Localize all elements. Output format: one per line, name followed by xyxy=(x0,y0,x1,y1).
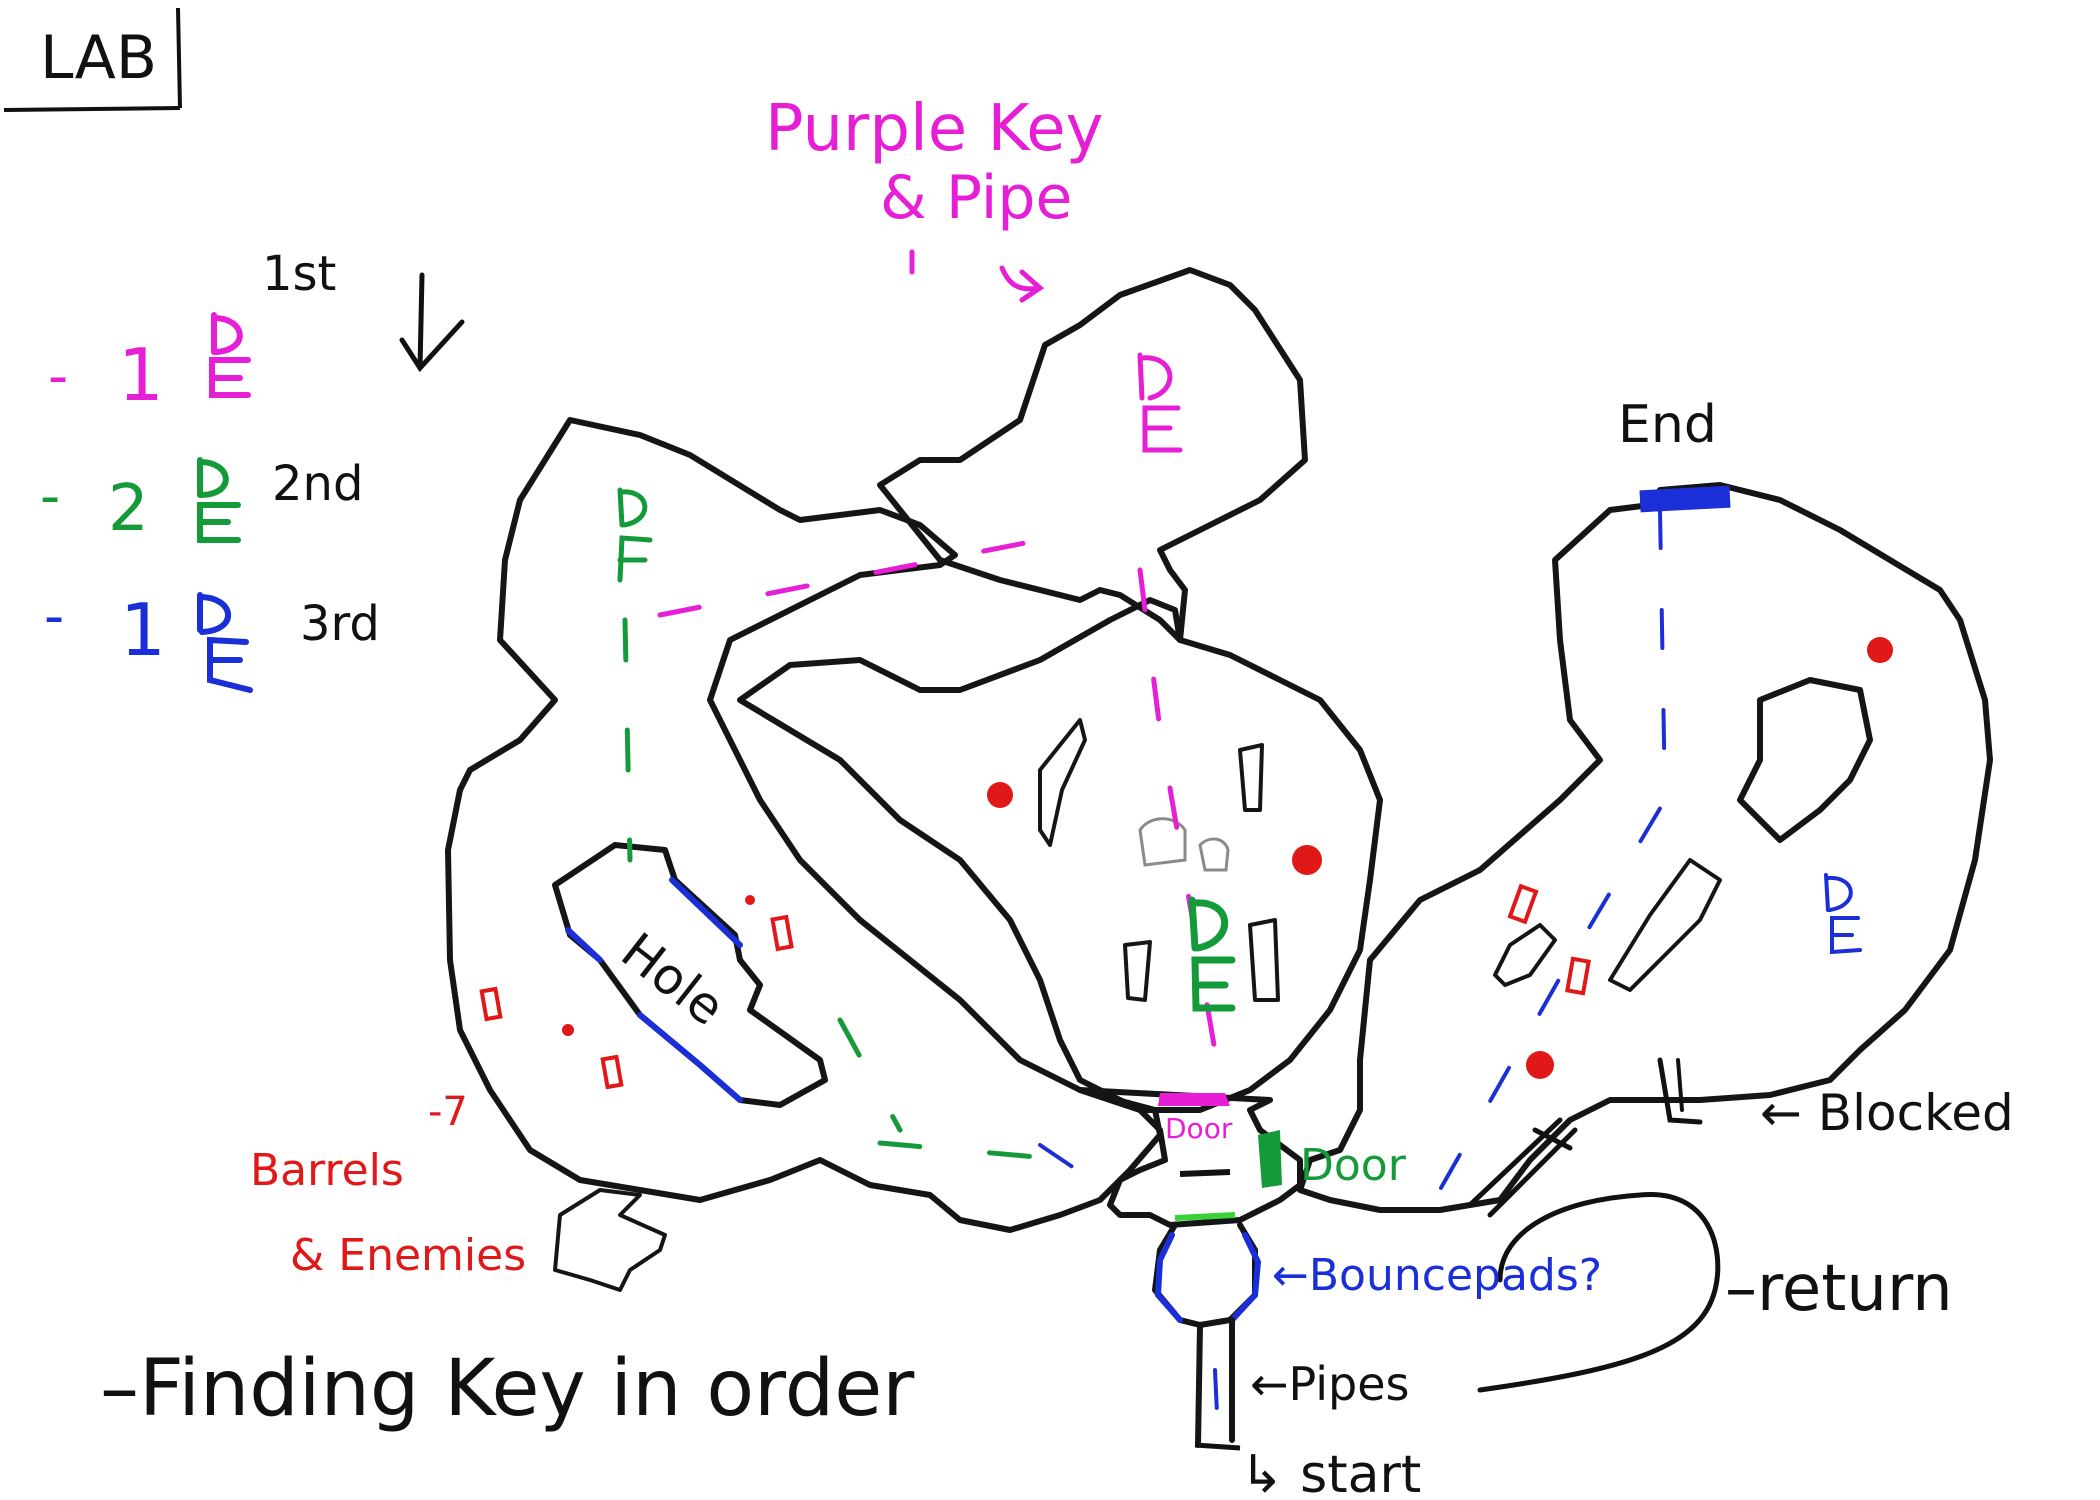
progression-path-green xyxy=(622,617,1073,1163)
left-lobe-wall xyxy=(445,417,1163,1233)
start-label: ↳ start xyxy=(1240,1445,1421,1500)
green-gate-line xyxy=(1174,1212,1236,1221)
down-arrow-icon xyxy=(399,272,465,373)
legend-count: 2 xyxy=(108,472,149,546)
barrel-icon xyxy=(770,914,794,952)
barrel-icon xyxy=(1507,883,1539,925)
legend-count: 1 xyxy=(120,588,166,672)
key-order-legend: - 1 1st - 2 2nd - 1 3rd xyxy=(40,246,465,693)
legend-dash: - xyxy=(48,344,68,409)
enemy-dot xyxy=(987,782,1013,808)
legend-row-green: - 2 2nd xyxy=(40,456,363,546)
progression-path-blue xyxy=(1038,508,1668,1227)
finding-key-note: –Finding Key in order xyxy=(100,1344,915,1434)
purple-pipe-label: & Pipe xyxy=(880,163,1072,233)
map-key-green-icon-1 xyxy=(617,487,653,583)
door-key-icon xyxy=(197,457,241,543)
bouncepads-label: ←Bouncepads? xyxy=(1272,1250,1602,1301)
purple-key-room-wall xyxy=(877,267,1308,643)
hole-block: Hole xyxy=(552,842,828,1108)
arrow-icon xyxy=(909,249,1045,303)
legend-row-blue: - 1 3rd xyxy=(44,584,380,693)
return-loop xyxy=(1467,1117,1721,1393)
legend-rank: 2nd xyxy=(272,456,363,512)
pink-door-bar xyxy=(1158,1093,1230,1106)
legend-dash: - xyxy=(40,464,60,529)
map-key-green-icon-2 xyxy=(1188,896,1236,1012)
legend-rank: 3rd xyxy=(300,596,380,652)
enemy-dot xyxy=(562,1024,574,1036)
barrel-markers xyxy=(479,883,1591,1090)
bottom-left-block xyxy=(553,1188,667,1292)
enemy-dot xyxy=(1526,1051,1554,1079)
hole-label: Hole xyxy=(611,922,736,1037)
title-box: LAB xyxy=(3,7,182,112)
legend-row-pink: - 1 1st xyxy=(48,246,336,417)
map-key-pink-icon xyxy=(1137,352,1183,453)
barrels-label: Barrels xyxy=(250,1145,404,1196)
central-hub xyxy=(1077,1087,1303,1228)
end-label: End xyxy=(1618,395,1717,455)
barrel-icon xyxy=(1565,956,1591,996)
green-door-label: Door xyxy=(1300,1140,1407,1191)
blocked-marker xyxy=(1657,1057,1703,1125)
door-key-icon xyxy=(197,592,253,693)
pink-door-label: Door xyxy=(1165,1112,1233,1145)
right-hook-wall xyxy=(1297,482,1993,1213)
bouncepad-chamber xyxy=(1152,1222,1262,1451)
blocked-label: ← Blocked xyxy=(1760,1084,2014,1142)
enemy-dot xyxy=(1292,845,1322,875)
right-hook-inner xyxy=(1493,677,1873,992)
enemy-markers xyxy=(562,637,1893,1079)
legend-count: 1 xyxy=(118,333,164,417)
purple-key-annotation: Purple Key & Pipe xyxy=(765,92,1104,303)
legend-rank: 1st xyxy=(262,246,336,302)
door-key-icon xyxy=(209,312,251,398)
enemies-label: & Enemies xyxy=(290,1230,526,1281)
barrel-icon xyxy=(479,986,503,1022)
map-key-blue-icon xyxy=(1824,873,1862,955)
barrel-icon xyxy=(600,1054,624,1090)
pipes-label: ←Pipes xyxy=(1250,1357,1410,1411)
purple-key-label: Purple Key xyxy=(765,92,1104,166)
title-text: LAB xyxy=(40,23,157,93)
barrels-arrow: -7 xyxy=(428,1089,468,1135)
central-room-wall xyxy=(737,597,1383,1113)
end-door xyxy=(1639,485,1731,513)
enemy-dot xyxy=(1867,637,1893,663)
central-pillars xyxy=(1038,718,1280,1002)
return-label: –return xyxy=(1725,1252,1953,1326)
legend-dash: - xyxy=(44,584,64,649)
enemy-dot xyxy=(745,895,755,905)
green-door-bar xyxy=(1258,1130,1282,1188)
